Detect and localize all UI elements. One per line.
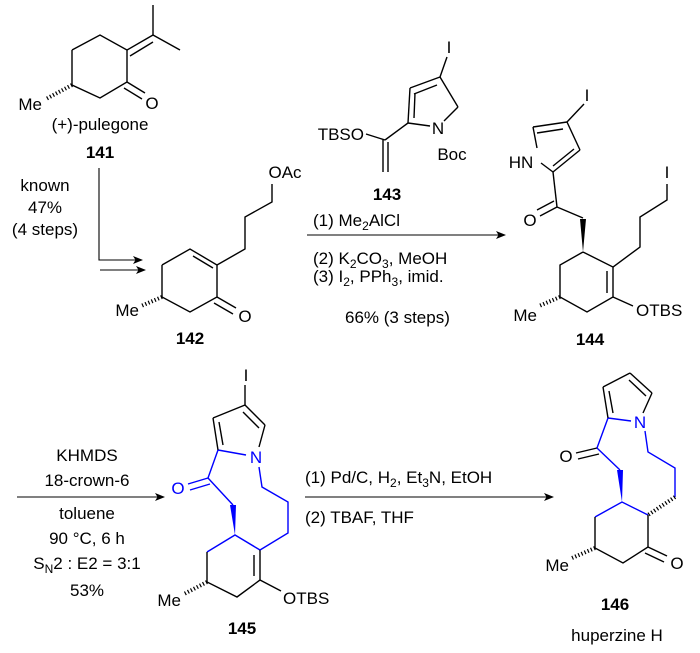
step3-selectivity: SN2 : E2 = 3:1 <box>33 554 140 576</box>
iodine-label: I <box>585 86 590 105</box>
iodine-label: I <box>244 366 249 385</box>
oxygen-label: O <box>523 211 536 230</box>
compound-143-number: 143 <box>373 185 401 204</box>
oxygen-label: O <box>670 554 683 573</box>
compound-141-structure: Me O (+)-pulegone 141 <box>18 5 181 162</box>
step2-reagent-3: (3) I2, PPh3, imid. <box>313 267 444 289</box>
compound-144-structure: HN I O I OTBS Me 144 <box>509 86 683 349</box>
step1-condition: known <box>20 176 69 195</box>
step-4: (1) Pd/C, H2, Et3N, EtOH (2) TBAF, THF <box>305 468 554 527</box>
step2-reagent-2: (2) K2CO3, MeOH <box>313 249 447 271</box>
oxygen-label: O <box>559 447 572 466</box>
compound-146-name: huperzine H <box>571 626 663 645</box>
boc-label: Boc <box>437 145 467 164</box>
step-2: (1) Me2AlCl (2) K2CO3, MeOH (3) I2, PPh3… <box>307 211 506 327</box>
compound-141-name: (+)-pulegone <box>52 115 149 134</box>
step-3: KHMDS 18-crown-6 toluene 90 °C, 6 h SN2 … <box>17 446 165 600</box>
compound-143-structure: I N Boc TBSO 143 <box>318 38 467 204</box>
step-1: known 47% (4 steps) <box>12 168 146 274</box>
step2-reagent-1: (1) Me2AlCl <box>313 211 400 233</box>
methyl-label: Me <box>513 306 537 325</box>
methyl-label: Me <box>18 95 42 114</box>
step1-steps: (4 steps) <box>12 220 78 239</box>
step3-yield: 53% <box>70 581 104 600</box>
nh-label: HN <box>509 153 534 172</box>
acetate-label: OAc <box>268 163 302 182</box>
oxygen-label: O <box>171 479 184 498</box>
compound-145-number: 145 <box>228 619 256 638</box>
nitrogen-label: N <box>634 413 646 432</box>
oxygen-label: O <box>238 307 251 326</box>
otbs-label: OTBS <box>636 301 682 320</box>
compound-146-number: 146 <box>601 595 629 614</box>
step3-additive: 18-crown-6 <box>44 471 129 490</box>
compound-145-structure: I N O Me OTBS 145 <box>157 366 329 638</box>
step4-reagent-1: (1) Pd/C, H2, Et3N, EtOH <box>305 468 492 490</box>
step3-solvent: toluene <box>59 504 115 523</box>
multistep-arrow <box>98 168 143 264</box>
methyl-label: Me <box>157 591 181 610</box>
step3-base: KHMDS <box>56 446 117 465</box>
compound-146-structure: N O O Me 146 huperzine H <box>545 372 684 645</box>
oxygen-label: O <box>145 94 158 113</box>
nitrogen-label: N <box>250 448 262 467</box>
nitrogen-label: N <box>432 119 444 138</box>
compound-142-number: 142 <box>176 329 204 348</box>
methyl-label: Me <box>115 301 139 320</box>
step4-reagent-2: (2) TBAF, THF <box>305 508 414 527</box>
methyl-label: Me <box>545 556 569 575</box>
step2-yield: 66% (3 steps) <box>345 308 450 327</box>
iodine-label: I <box>665 163 670 182</box>
iodine-label: I <box>447 38 452 57</box>
otbs-label: OTBS <box>283 589 329 608</box>
step1-yield: 47% <box>28 198 62 217</box>
compound-144-number: 144 <box>576 330 605 349</box>
compound-141-number: 141 <box>86 143 114 162</box>
step3-conditions: 90 °C, 6 h <box>49 529 125 548</box>
compound-142-structure: Me O OAc 142 <box>115 163 302 348</box>
tbso-label: TBSO <box>318 125 364 144</box>
